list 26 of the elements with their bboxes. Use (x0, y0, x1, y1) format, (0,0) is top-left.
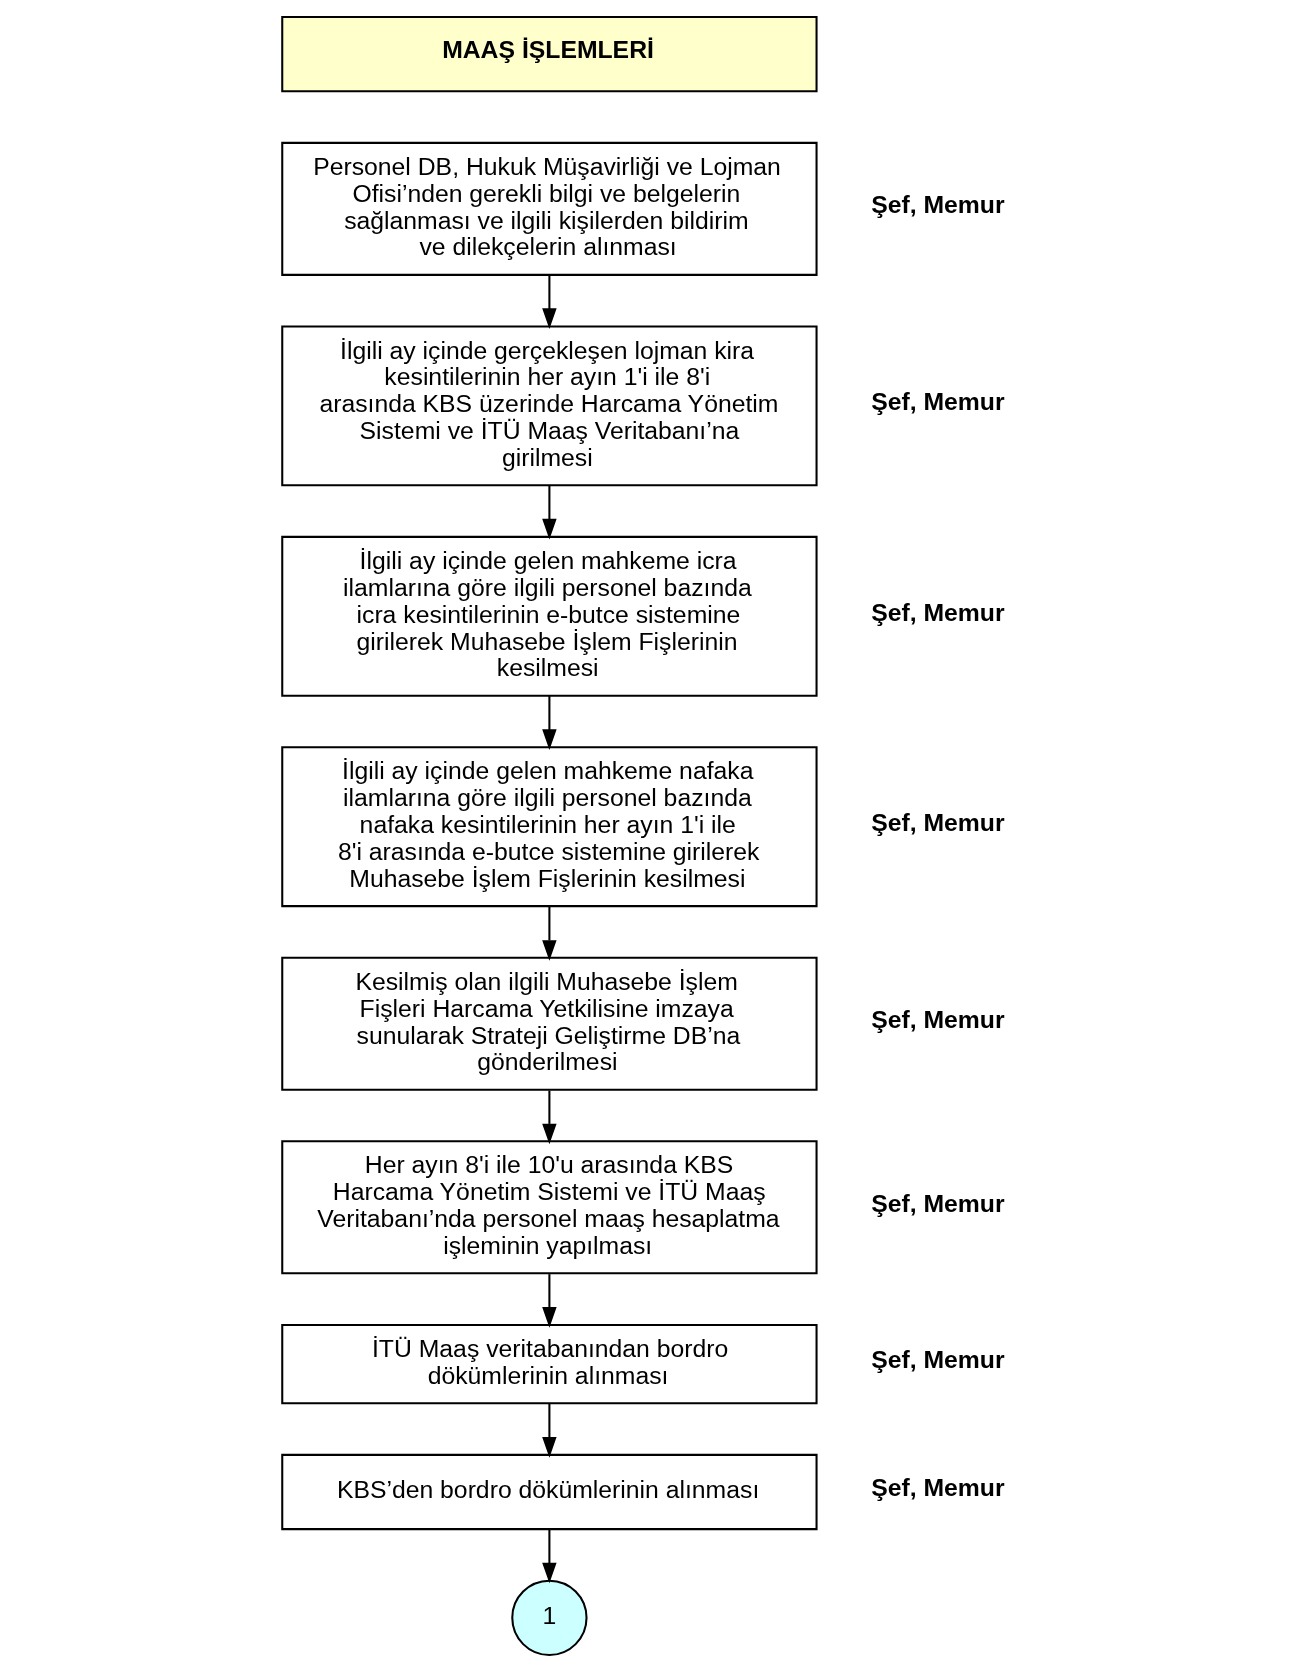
node-label: Şef, Memur (871, 191, 1005, 219)
node-box: İlgili ay içinde gerçekleşen lojman kira kesintilerinin her ayın 1'i ile 8'i arasında KBS üzerinde Harcama Yönetim Sistemi ve İTÜ Maaş Veritabanı’na girilmesi (281, 325, 818, 487)
arrow (542, 485, 557, 540)
node-box: KBS’den bordro dökümlerinin alınması (281, 1453, 818, 1531)
node-label: Şef, Memur (871, 1189, 1005, 1217)
node-label: Şef, Memur (871, 1474, 1005, 1502)
node-label: Şef, Memur (871, 1006, 1005, 1034)
node-label: Şef, Memur (871, 1346, 1005, 1374)
node-box: İlgili ay içinde gelen mahkeme nafaka ilamlarına göre ilgili personel bazında nafaka kesintilerinin her ayın 1'i ile 8'i arasında e-butce sistemine girilerek Muhasebe İşlem Fişlerinin kesilmesi (281, 746, 818, 908)
arrow (542, 906, 557, 961)
arrow (542, 1403, 557, 1458)
arrow (542, 275, 557, 329)
node-label: Şef, Memur (871, 809, 1005, 837)
node-box: Kesilmiş olan ilgili Muhasebe İşlem Fişleri Harcama Yetkilisine imzaya sunularak Strateji Geliştirme DB’na gönderilmesi (281, 956, 818, 1091)
arrow (542, 1529, 557, 1584)
node-label: Şef, Memur (871, 598, 1005, 626)
node-box: Her ayın 8'i ile 10'u arasında KBS Harcama Yönetim Sistemi ve İTÜ Maaş Veritabanı’nda personel maaş hesaplatma işleminin yapılması (281, 1140, 818, 1275)
arrow (542, 695, 557, 750)
arrow (542, 1274, 557, 1328)
node-box: MAAŞ İŞLEMLERİ (281, 16, 818, 93)
node-label: Şef, Memur (871, 388, 1005, 416)
node-circle: 1 (511, 1579, 588, 1656)
node-box: Personel DB, Hukuk Müşavirliği ve Lojman Ofisi’nden gerekli bilgi ve belgelerin sağlanması ve ilgili kişilerden bildirim ve dilekçelerin alınması (281, 141, 818, 276)
node-box: İTÜ Maaş veritabanından bordro dökümlerinin alınması (281, 1323, 818, 1405)
node-box: İlgili ay içinde gelen mahkeme icra ilamlarına göre ilgili personel bazında icra kesintilerinin e-butce sistemine girilerek Muhasebe İşlem Fişlerinin kesilmesi (281, 535, 818, 697)
arrow (542, 1090, 557, 1145)
